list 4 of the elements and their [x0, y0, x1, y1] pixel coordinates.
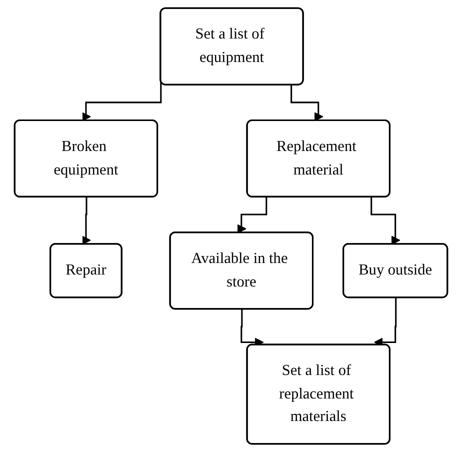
- arrow: [237, 197, 268, 234]
- arrow: [82, 197, 91, 245]
- arrow: [370, 197, 400, 245]
- arrow: [290, 85, 324, 122]
